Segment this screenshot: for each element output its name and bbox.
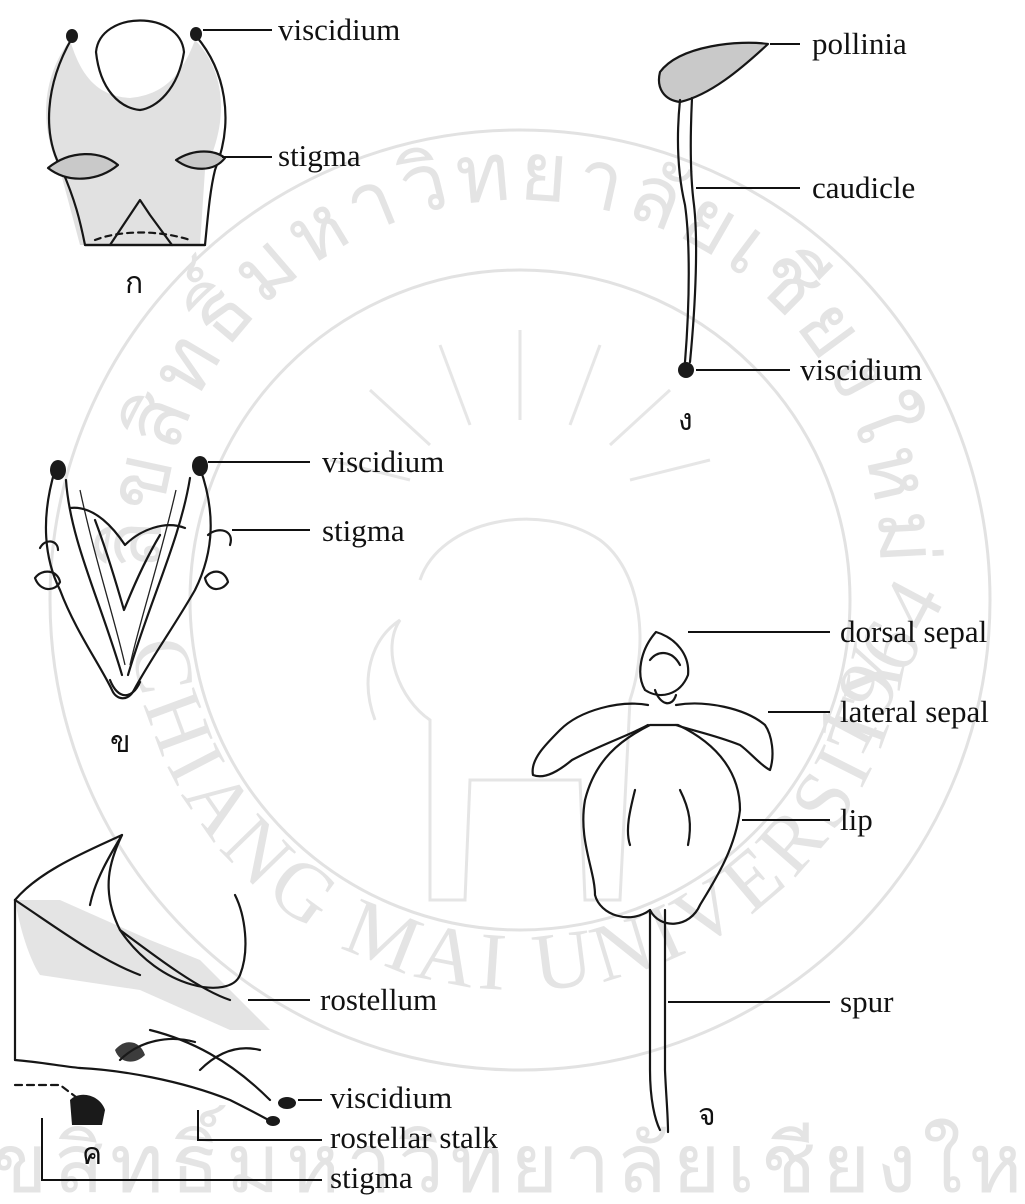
- watermark-bottom-text: ลิขสิทธิ์มหาวิทยาลัยเชียงใหม่: [0, 1105, 1025, 1204]
- label-e-lip: lip: [840, 802, 873, 837]
- viscidium-left-a: [66, 29, 78, 43]
- label-d-viscidium: viscidium: [800, 352, 922, 387]
- label-c-rostellar-stalk: rostellar stalk: [330, 1120, 498, 1155]
- dorsal-sepal-shape: [640, 632, 688, 695]
- label-c-rostellum: rostellum: [320, 982, 437, 1017]
- viscidium-c: [278, 1097, 296, 1109]
- viscidium-left-b: [50, 460, 66, 480]
- viscidium-d: [678, 362, 694, 378]
- figure-letter-d: ง: [678, 403, 693, 438]
- figure-letter-c: ค: [82, 1137, 102, 1172]
- label-e-lateral-sepal: lateral sepal: [840, 694, 989, 729]
- label-c-stigma: stigma: [330, 1160, 413, 1195]
- label-e-spur: spur: [840, 984, 894, 1019]
- label-d-caudicle: caudicle: [812, 170, 915, 205]
- watermark-year: 1964: [796, 560, 965, 769]
- label-e-dorsal-sepal: dorsal sepal: [840, 614, 987, 649]
- label-a-viscidium: viscidium: [278, 12, 400, 47]
- label-b-viscidium: viscidium: [322, 444, 444, 479]
- stigma-c: [70, 1095, 105, 1125]
- figure-letter-a: ก: [125, 266, 143, 301]
- viscidium-right-b: [192, 456, 208, 476]
- figure-letter-e: จ: [698, 1098, 716, 1133]
- label-d-pollinia: pollinia: [812, 26, 907, 61]
- label-b-stigma: stigma: [322, 513, 405, 548]
- label-c-viscidium: viscidium: [330, 1080, 452, 1115]
- label-a-stigma: stigma: [278, 138, 361, 173]
- viscidium-right-a: [190, 27, 202, 41]
- figure-letter-b: ข: [110, 725, 131, 760]
